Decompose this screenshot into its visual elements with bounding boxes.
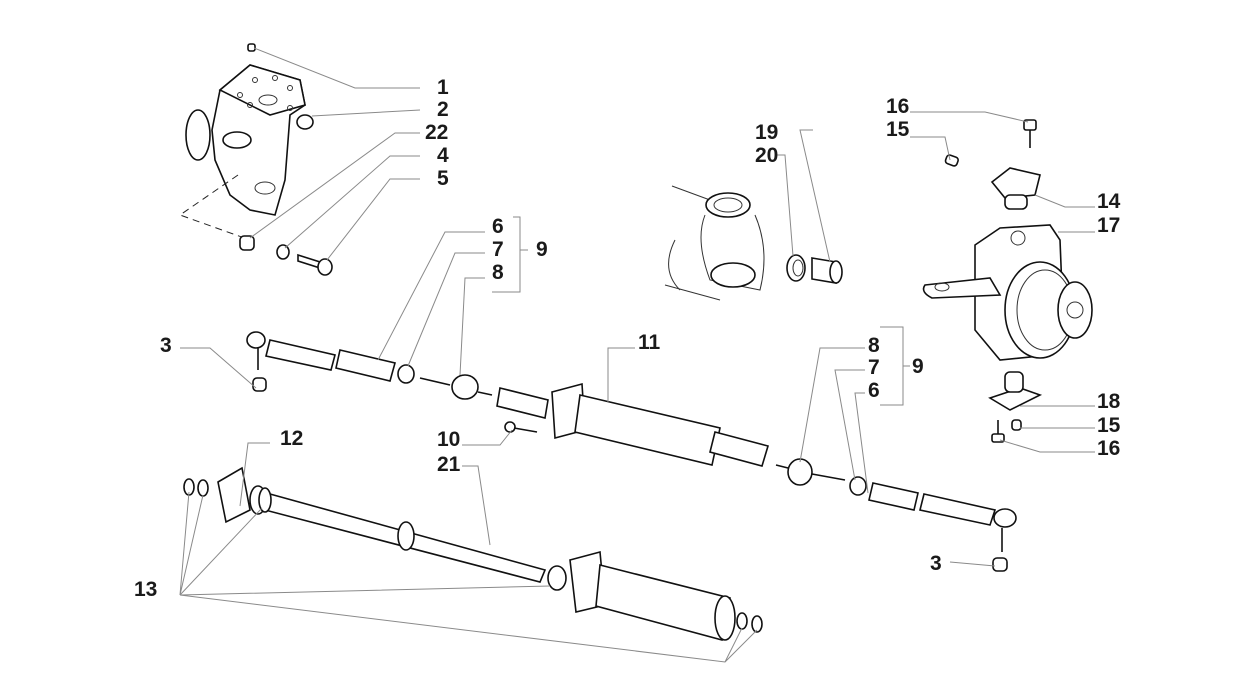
callout-3-left: 3 bbox=[160, 334, 172, 357]
bushing-part-22 bbox=[239, 235, 255, 251]
callout-4: 4 bbox=[437, 144, 449, 167]
left-tie-rod-end bbox=[246, 331, 336, 392]
callout-15-top: 15 bbox=[886, 118, 910, 141]
callout-labels: 1 2 22 4 5 6 7 8 9 3 11 10 21 12 13 19 2… bbox=[134, 76, 1121, 601]
callout-1: 1 bbox=[437, 76, 449, 99]
right-tie-rod-end bbox=[919, 493, 1017, 572]
grease-nipple-part-15-bottom bbox=[1011, 419, 1022, 431]
callout-21: 21 bbox=[437, 453, 461, 476]
callout-19: 19 bbox=[755, 121, 778, 144]
tube-part-6-left bbox=[335, 349, 396, 382]
bottom-bolt-part-16 bbox=[991, 420, 1005, 443]
grease-nipple-part-15-top bbox=[944, 154, 959, 167]
cylinder-barrel-lower bbox=[569, 550, 736, 641]
callout-8-right: 8 bbox=[868, 334, 880, 357]
callout-17: 17 bbox=[1097, 214, 1120, 237]
king-pin-bottom-part-18 bbox=[988, 371, 1043, 411]
bolt-part-10 bbox=[504, 421, 538, 433]
callout-10: 10 bbox=[437, 428, 460, 451]
callout-9-right: 9 bbox=[912, 355, 924, 378]
callout-16-top: 16 bbox=[886, 95, 909, 118]
piston-rod-part-21 bbox=[263, 493, 547, 583]
callout-14: 14 bbox=[1097, 190, 1121, 213]
axle-yoke bbox=[664, 185, 765, 301]
leader-lines bbox=[179, 47, 1095, 663]
callout-18: 18 bbox=[1097, 390, 1121, 413]
inner-joint-part-8-left bbox=[419, 374, 493, 400]
tube-part-6-right bbox=[868, 482, 919, 511]
seal-part-20 bbox=[786, 254, 806, 282]
callout-3-right: 3 bbox=[930, 552, 942, 575]
callout-13: 13 bbox=[134, 578, 157, 601]
callout-7-left: 7 bbox=[492, 238, 504, 261]
callout-6-right: 6 bbox=[868, 379, 880, 402]
top-bolt-part-16 bbox=[1023, 119, 1037, 148]
nut-part-7-right bbox=[849, 476, 867, 496]
callout-6-left: 6 bbox=[492, 215, 504, 238]
callout-22: 22 bbox=[425, 121, 448, 144]
nut-part-7-left bbox=[397, 364, 415, 384]
nut-part-3-left bbox=[252, 377, 267, 392]
washer-part-4 bbox=[276, 244, 290, 260]
callout-12: 12 bbox=[280, 427, 303, 450]
left-axle-housing bbox=[178, 43, 314, 241]
callout-5: 5 bbox=[437, 167, 449, 190]
callout-16-bottom: 16 bbox=[1097, 437, 1120, 460]
steering-cylinder-part-11 bbox=[496, 382, 770, 467]
callout-15-bottom: 15 bbox=[1097, 414, 1121, 437]
nut-part-3-right bbox=[992, 557, 1008, 572]
steering-knuckle-part-17 bbox=[922, 224, 1093, 361]
callout-7-right: 7 bbox=[868, 356, 880, 379]
bushing-part-19 bbox=[811, 257, 843, 284]
callout-20: 20 bbox=[755, 144, 778, 167]
callout-11: 11 bbox=[638, 331, 661, 354]
bolt-part-5 bbox=[297, 253, 333, 276]
grease-nipple-part-1 bbox=[247, 43, 256, 52]
king-pin-top-part-14 bbox=[990, 167, 1041, 210]
callout-8-left: 8 bbox=[492, 261, 504, 284]
inner-joint-part-8-right bbox=[775, 458, 846, 486]
callout-2: 2 bbox=[437, 98, 449, 121]
callout-9-left: 9 bbox=[536, 238, 548, 261]
